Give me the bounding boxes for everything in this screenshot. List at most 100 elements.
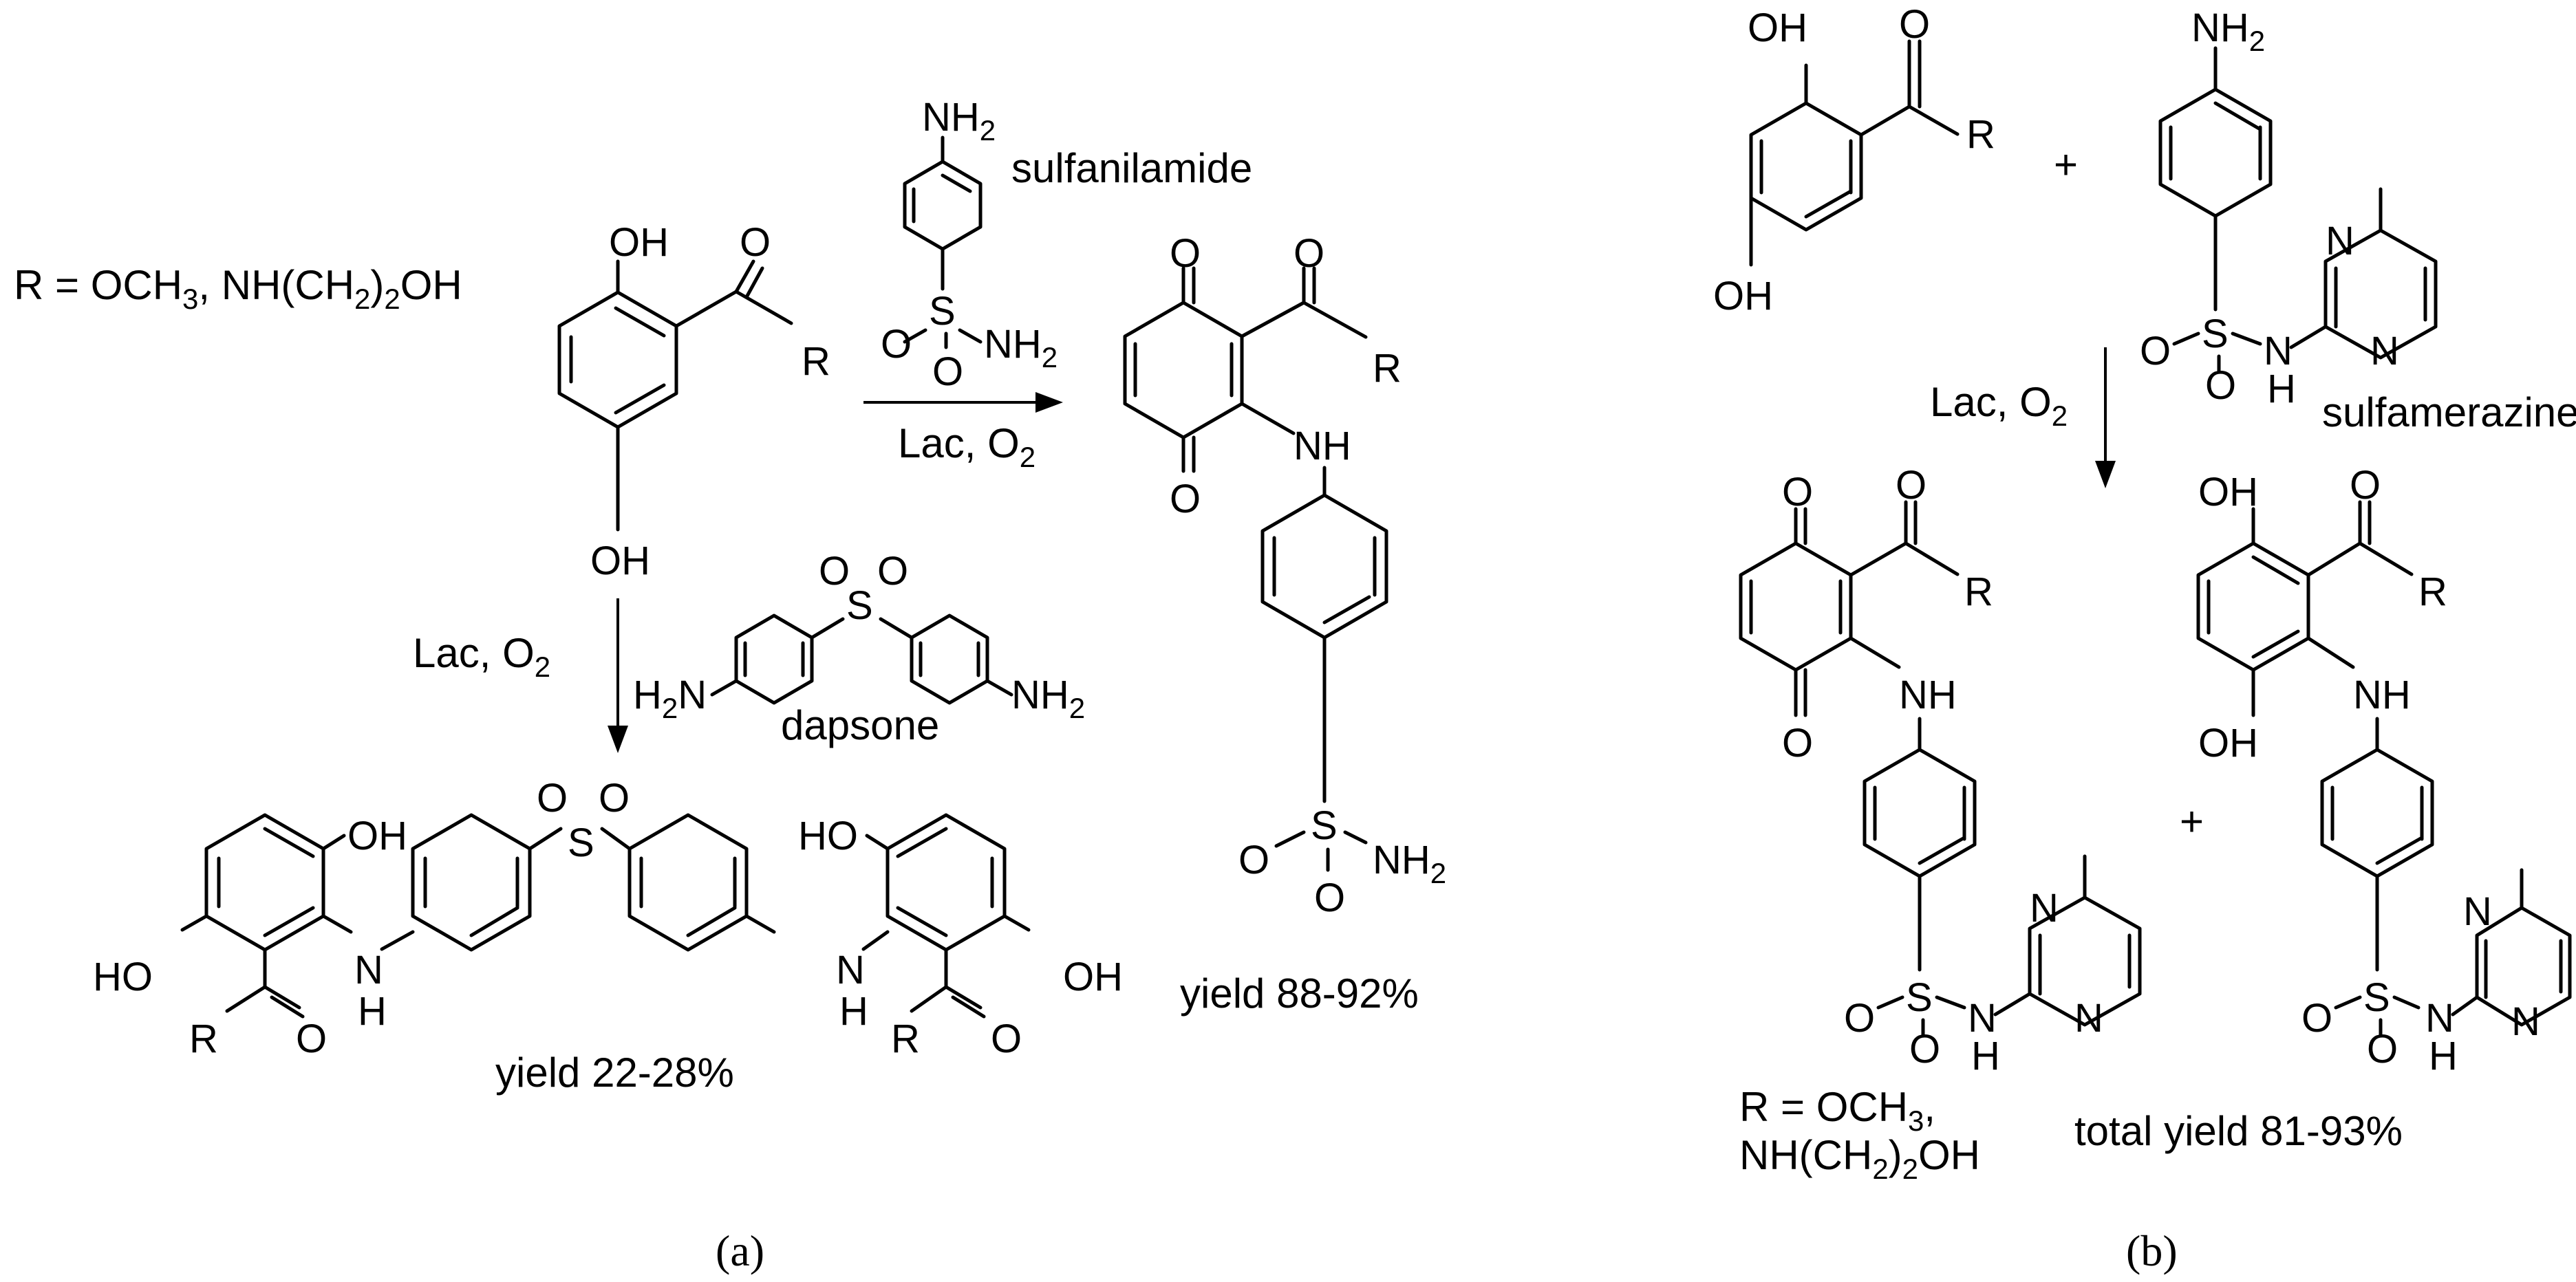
so-bottom: O (2367, 1027, 2398, 1072)
r-group: R (2418, 569, 2447, 614)
n-bottom: N (2370, 329, 2399, 373)
o-left: O (2140, 329, 2171, 373)
ketone-o: O (2350, 463, 2381, 508)
cond-down: Lac, O2 (413, 630, 550, 683)
o-right: O (599, 776, 630, 821)
s-atom: S (568, 821, 594, 865)
s-atom: S (929, 289, 956, 334)
arrow-down-b-head (2095, 461, 2116, 488)
nh2: NH2 (2191, 6, 2265, 57)
n-top: N (2326, 219, 2354, 263)
panel-a-label: (a) (716, 1226, 764, 1275)
nh-link: NH (2353, 673, 2411, 717)
quinone-o-top: O (1170, 231, 1201, 276)
nh2-sulfonamide: NH2 (984, 322, 1058, 373)
total-yield: total yield 81-93% (2074, 1108, 2403, 1154)
n-bottom: N (2511, 999, 2540, 1044)
r-group: R (1964, 569, 1993, 614)
o-right-carbonyl: O (991, 1017, 1022, 1061)
nh-h: H (2429, 1034, 2458, 1078)
oh-top: OH (1748, 6, 1807, 50)
ho: HO (93, 955, 153, 999)
nh-n: N (2264, 329, 2293, 373)
panel-b-label: (b) (2126, 1226, 2178, 1275)
n-top: N (2030, 886, 2059, 931)
ketone-o: O (1896, 463, 1926, 508)
nh2: NH2 (1011, 673, 1085, 724)
cond-top: Lac, O2 (898, 420, 1035, 473)
hydroquinone-ester-a: OH O R OH (557, 220, 830, 583)
plus-2: + (2180, 798, 2204, 845)
carbonyl-o: O (1899, 2, 1930, 47)
nh-h: H (2267, 367, 2296, 411)
quinone-product-b: O O O R NH S O O N H (1739, 463, 2142, 1078)
r-group-right: R (891, 1017, 920, 1061)
o-bottom: O (2205, 363, 2236, 408)
nh-link: NH (1899, 673, 1957, 717)
n-bottom: N (2074, 996, 2103, 1041)
so-bottom: O (1909, 1027, 1940, 1072)
so-left: O (2301, 996, 2332, 1041)
oh-bottom: OH (1713, 274, 1773, 318)
sulfamerazine-label: sulfamerazine (2322, 389, 2576, 435)
panel-b: OH O R OH + NH2 S O O N H (1713, 2, 2576, 1275)
r-def-b-2: NH(CH2)2OH (1739, 1132, 1980, 1185)
yield-right: yield 88-92% (1180, 970, 1419, 1017)
o-top: O (1782, 470, 1813, 514)
dapsone-label: dapsone (781, 702, 939, 748)
nh-n: N (1968, 996, 1997, 1041)
r-group: R (1373, 346, 1402, 391)
r-group: R (802, 339, 830, 384)
o-left: O (881, 322, 912, 367)
oh-right: OH (1063, 955, 1123, 999)
hydroquinone-product-b: OH OH O R NH S O O N H (2196, 463, 2572, 1078)
r-definition: R = OCH3, NH(CH2)2OH (14, 262, 462, 315)
ho-right: HO (798, 814, 858, 858)
hydroquinone-ester-b: OH O R OH (1713, 2, 1995, 318)
s-atom: S (2202, 312, 2229, 356)
plus-1: + (2054, 142, 2078, 188)
nh-n-right: N (836, 948, 865, 992)
nh-n: N (2425, 996, 2454, 1041)
r-def-b-1: R = OCH3, (1739, 1084, 1935, 1137)
sulfamerazine-structure: NH2 S O O N H N N sulfamerazine (2140, 6, 2576, 435)
r-group: R (189, 1017, 218, 1061)
o-left: O (1238, 838, 1269, 882)
h2n: H2N (633, 673, 707, 724)
nh-h-right: H (839, 989, 868, 1034)
cond-b: Lac, O2 (1930, 379, 2068, 432)
sulfanilamide-structure: NH2 S O O NH2 sulfanilamide (881, 95, 1252, 394)
o-left: O (819, 549, 850, 594)
n-top: N (2463, 889, 2492, 934)
s-atom: S (2363, 975, 2390, 1020)
nh-h: H (1971, 1034, 2000, 1078)
oh: OH (347, 814, 407, 858)
quinone-product-a: O O O R NH S O O NH2 (1123, 231, 1446, 920)
arrow-right-head (1035, 392, 1063, 413)
nh2: NH2 (922, 95, 996, 146)
nh-link: NH (1294, 424, 1351, 468)
o-bottom: O (1782, 721, 1813, 765)
o-bottom: O (1314, 876, 1345, 920)
oh-top: OH (609, 220, 669, 265)
quinone-o-bottom: O (1170, 477, 1201, 521)
o-left: O (537, 776, 568, 821)
carbonyl-o: O (740, 220, 771, 265)
oh-bottom: OH (2198, 721, 2258, 765)
panel-a: R = OCH3, NH(CH2)2OH OH O R OH NH2 S (14, 95, 1446, 1275)
s-atom: S (1311, 803, 1338, 848)
oh-top: OH (2198, 470, 2258, 514)
yield-left: yield 22-28% (495, 1050, 734, 1096)
s-atom: S (1906, 975, 1933, 1020)
arrow-down-head (608, 726, 628, 753)
dapsone-structure: S O O H2N NH2 dapsone (633, 549, 1085, 748)
bis-adduct-product: OH HO R O N H S O O N H (93, 776, 1123, 1061)
sulfanilamide-label: sulfanilamide (1011, 145, 1252, 191)
oh-bottom: OH (590, 539, 650, 583)
so-left: O (1844, 996, 1875, 1041)
s-atom: S (846, 583, 873, 628)
nh-n: N (354, 948, 383, 992)
o-bottom: O (932, 349, 963, 394)
r-group: R (1966, 112, 1995, 157)
